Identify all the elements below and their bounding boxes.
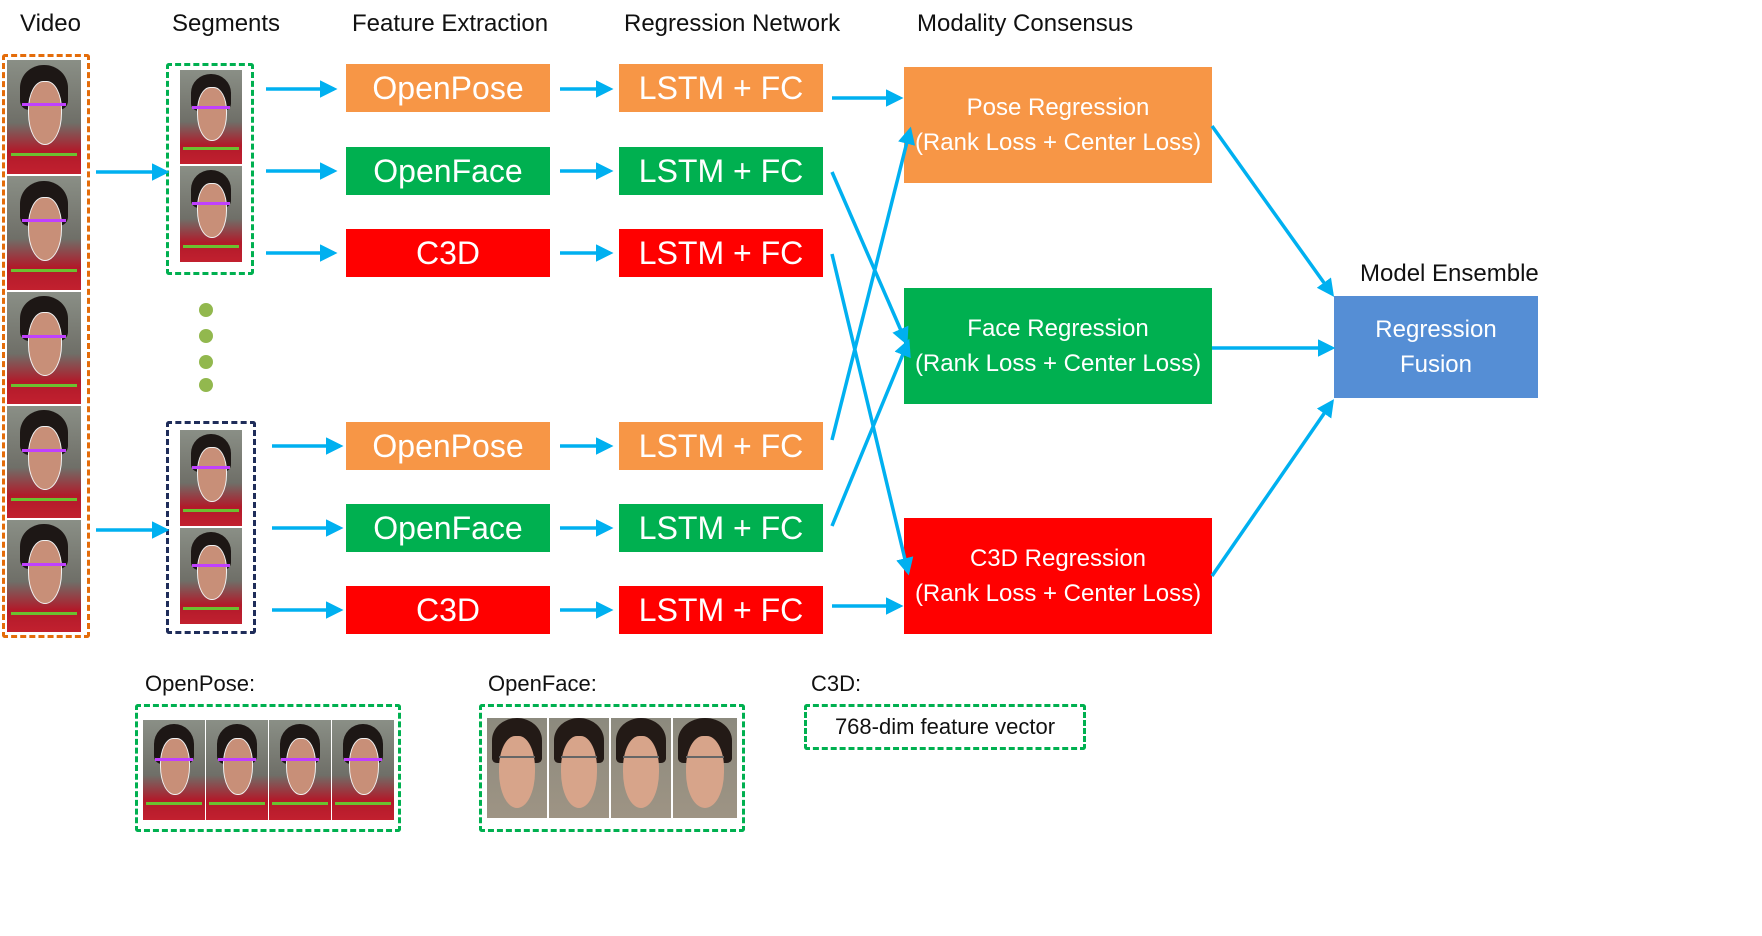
arrow bbox=[1210, 124, 1335, 297]
c3d-box-bottom: C3D bbox=[346, 586, 550, 634]
regression-fusion-box: Regression Fusion bbox=[1334, 296, 1538, 398]
openpose-example-label: OpenPose: bbox=[145, 671, 256, 696]
face-regression-loss: (Rank Loss + Center Loss) bbox=[914, 350, 1202, 377]
openpose-example-frame bbox=[206, 720, 268, 820]
video-frame bbox=[7, 60, 81, 174]
arrow bbox=[830, 171, 909, 346]
pose-regression-title: Pose Regression bbox=[966, 94, 1150, 121]
video-frames-group bbox=[2, 54, 90, 638]
openface-example-group bbox=[479, 704, 745, 832]
segment-frame bbox=[180, 528, 242, 624]
video-frame bbox=[7, 292, 81, 404]
c3d-box-top: C3D bbox=[346, 229, 550, 277]
face-regression-box: Face Regression (Rank Loss + Center Loss… bbox=[904, 288, 1212, 404]
fusion-line1: Regression bbox=[1375, 316, 1497, 343]
arrow bbox=[830, 338, 911, 527]
openpose-example-frame bbox=[269, 720, 331, 820]
arrow bbox=[830, 253, 914, 576]
header-regression-network: Regression Network bbox=[624, 10, 841, 37]
pose-regression-loss: (Rank Loss + Center Loss) bbox=[914, 129, 1202, 156]
header-segments: Segments bbox=[172, 10, 281, 37]
pose-regression-box: Pose Regression (Rank Loss + Center Loss… bbox=[904, 67, 1212, 183]
ellipsis-dot bbox=[199, 303, 213, 317]
openface-example-label: OpenFace: bbox=[488, 671, 597, 696]
segment-frame bbox=[180, 166, 242, 262]
header-video: Video bbox=[20, 10, 81, 37]
c3d-regression-title: C3D Regression bbox=[969, 545, 1147, 572]
header-model-ensemble: Model Ensemble bbox=[1360, 260, 1539, 287]
openpose-box-top: OpenPose bbox=[346, 64, 550, 112]
openface-box-bottom: OpenFace bbox=[346, 504, 550, 552]
openpose-box-bottom: OpenPose bbox=[346, 422, 550, 470]
c3d-regression-loss: (Rank Loss + Center Loss) bbox=[914, 580, 1202, 607]
c3d-feature-vector-text: 768-dim feature vector bbox=[834, 714, 1056, 739]
segment-frame bbox=[180, 70, 242, 164]
lstm-fc-box: LSTM + FC bbox=[619, 422, 823, 470]
c3d-example-group bbox=[804, 704, 1086, 750]
lstm-fc-box: LSTM + FC bbox=[619, 147, 823, 195]
openface-example-crop bbox=[549, 718, 609, 818]
video-frame bbox=[7, 176, 81, 290]
openface-example-crop bbox=[487, 718, 547, 818]
openface-example-crop bbox=[673, 718, 737, 818]
lstm-fc-box: LSTM + FC bbox=[619, 64, 823, 112]
ellipsis-dot bbox=[199, 378, 213, 392]
fusion-line2: Fusion bbox=[1399, 351, 1473, 378]
lstm-fc-box: LSTM + FC bbox=[619, 586, 823, 634]
ellipsis-dot bbox=[199, 355, 213, 369]
openpose-example-frame bbox=[332, 720, 394, 820]
c3d-example-label: C3D: bbox=[811, 671, 862, 696]
ellipsis-dot bbox=[199, 329, 213, 343]
openface-box-top: OpenFace bbox=[346, 147, 550, 195]
video-frame bbox=[7, 406, 81, 518]
lstm-fc-box: LSTM + FC bbox=[619, 504, 823, 552]
arrow bbox=[830, 126, 916, 441]
lstm-fc-box: LSTM + FC bbox=[619, 229, 823, 277]
segment-frame bbox=[180, 430, 242, 526]
header-feature-extraction: Feature Extraction bbox=[352, 10, 549, 37]
openface-example-crop bbox=[611, 718, 671, 818]
video-frame bbox=[7, 520, 81, 632]
header-modality-consensus: Modality Consensus bbox=[917, 10, 1134, 37]
openpose-example-frame bbox=[143, 720, 205, 820]
arrow bbox=[1210, 399, 1334, 577]
c3d-regression-box: C3D Regression (Rank Loss + Center Loss) bbox=[904, 518, 1212, 634]
face-regression-title: Face Regression bbox=[967, 315, 1149, 342]
openpose-example-group bbox=[135, 704, 401, 832]
